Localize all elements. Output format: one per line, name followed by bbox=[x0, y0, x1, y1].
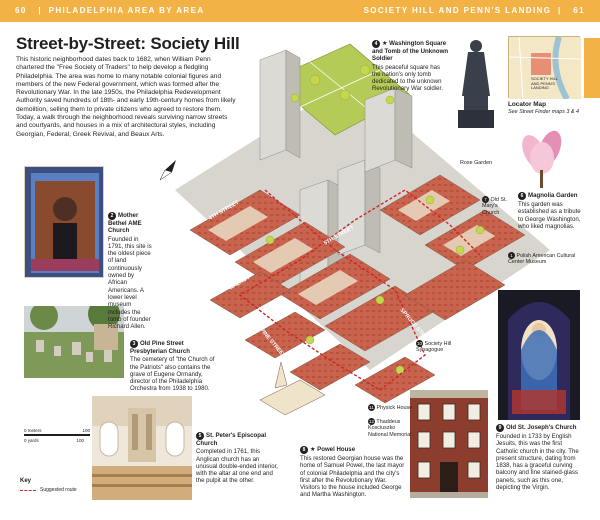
label-text: Physick House bbox=[376, 405, 413, 411]
key-title: Key bbox=[20, 478, 32, 484]
caption-title: St. Peter's Episcopal Church bbox=[196, 432, 267, 447]
caption-title: ★ Powel House bbox=[310, 446, 356, 453]
caption-text: This peaceful square has the nation's on… bbox=[372, 63, 443, 93]
left-page-number: 60 bbox=[15, 6, 27, 15]
scale-yards-value: 100 bbox=[76, 438, 84, 443]
header-right: SOCIETY HILL AND PENN'S LANDING | 61 bbox=[364, 6, 590, 15]
locator-map-label: SOCIETY HILL AND PENN'S LANDING bbox=[531, 76, 558, 91]
caption-title: Mother Bethel AME Church bbox=[108, 212, 142, 235]
intro-text: This historic neighborhood dates back to… bbox=[16, 56, 236, 138]
header-left: 60 | PHILADELPHIA AREA BY AREA bbox=[10, 6, 205, 15]
caption-number: 5 bbox=[196, 432, 204, 440]
caption-number: 2 bbox=[108, 212, 116, 220]
church-building bbox=[259, 361, 326, 416]
old-pine-cemetery-photo bbox=[24, 306, 124, 378]
label-polish-american: 1 Polish American Cultural Center Museum bbox=[508, 252, 584, 266]
trees bbox=[265, 64, 485, 375]
left-running-title: PHILADELPHIA AREA BY AREA bbox=[48, 6, 205, 15]
label-number: 11 bbox=[368, 404, 375, 411]
label-number: 7 bbox=[482, 196, 489, 203]
right-running-title: SOCIETY HILL AND PENN'S LANDING bbox=[363, 6, 552, 15]
label-physick-house: 11 Physick House bbox=[368, 404, 418, 411]
caption-text: The cemetery of "the Church of the Patri… bbox=[130, 356, 215, 393]
caption-text: This restored Georgian house was the hom… bbox=[300, 455, 405, 499]
old-st-josephs-stained-glass-photo bbox=[498, 290, 580, 420]
header-separator: | bbox=[38, 6, 42, 15]
magnolia-flower-photo bbox=[510, 128, 580, 190]
caption-number: 8 bbox=[300, 446, 308, 454]
chapter-color-tab bbox=[584, 38, 600, 98]
caption-text: Founded in 1733 by English Jesuits, this… bbox=[496, 433, 579, 492]
north-arrow-icon bbox=[159, 160, 176, 181]
caption-title: Old St. Joseph's Church bbox=[506, 424, 577, 431]
caption-number: 9 bbox=[496, 424, 504, 432]
caption-title: ★ Washington Square and Tomb of the Unkn… bbox=[372, 40, 449, 63]
right-page-number: 61 bbox=[573, 6, 585, 15]
caption-title: Magnolia Garden bbox=[528, 192, 578, 199]
label-text: Polish American Cultural Center Museum bbox=[508, 253, 576, 266]
label-text: Old St. Mary's Church bbox=[482, 197, 507, 216]
caption-number: 4 bbox=[372, 40, 380, 48]
label-kosciuszko: 12 Thaddeus Kosciuszko National Memorial bbox=[368, 418, 416, 438]
route-line-icon bbox=[20, 489, 36, 491]
scale-yards-label: 0 yards bbox=[24, 438, 39, 443]
caption-powel-house: 8★ Powel House This restored Georgian ho… bbox=[300, 446, 406, 499]
locator-map: SOCIETY HILL AND PENN'S LANDING bbox=[508, 36, 582, 101]
caption-title: Old Pine Street Presbyterian Church bbox=[130, 340, 190, 355]
street-map-illustration: 4TH STREET 5TH STREET WALNUT PINE STREET… bbox=[159, 43, 550, 416]
label-society-hill-synagogue: 10 Society Hill Synagogue bbox=[416, 340, 452, 354]
caption-number: 3 bbox=[130, 340, 138, 348]
caption-text: Completed in 1761, this Anglican church … bbox=[196, 448, 278, 485]
mother-bethel-stained-glass-photo bbox=[24, 166, 104, 278]
locator-map-title: Locator Map bbox=[508, 101, 546, 108]
st-peters-interior-photo bbox=[92, 396, 192, 500]
scale-bar: 0 meters 100 0 yards 100 bbox=[24, 428, 90, 444]
label-number: 10 bbox=[416, 340, 423, 347]
caption-washington-square: 4★ Washington Square and Tomb of the Unk… bbox=[372, 40, 450, 93]
label-old-st-marys: 7 Old St. Mary's Church bbox=[482, 196, 516, 216]
label-number: 12 bbox=[368, 418, 375, 425]
scale-meters-value: 100 bbox=[82, 428, 90, 433]
label-text: Thaddeus Kosciuszko National Memorial bbox=[368, 419, 412, 438]
header-bar: 60 | PHILADELPHIA AREA BY AREA SOCIETY H… bbox=[0, 0, 600, 22]
header-separator-right: | bbox=[558, 6, 562, 15]
powel-house-photo bbox=[410, 390, 488, 498]
locator-map-subtitle: See Street Finder maps 3 & 4 bbox=[508, 109, 580, 115]
high-rise-towers bbox=[259, 49, 413, 286]
page-title: Street-by-Street: Society Hill bbox=[16, 34, 240, 53]
caption-text: This garden was established as a tribute… bbox=[518, 201, 581, 230]
washington-statue-photo bbox=[452, 36, 500, 132]
label-number: 1 bbox=[508, 252, 515, 259]
suggested-route bbox=[238, 189, 481, 391]
label-rose-garden: Rose Garden bbox=[460, 160, 493, 166]
caption-number: 6 bbox=[518, 192, 526, 200]
scale-meters-label: 0 meters bbox=[24, 428, 42, 433]
park-paths bbox=[299, 61, 381, 116]
label-text: Society Hill Synagogue bbox=[416, 341, 452, 354]
key-route-label: Suggested route bbox=[40, 487, 77, 493]
scale-line bbox=[24, 434, 90, 436]
caption-text: Founded in 1791, this site is the oldest… bbox=[108, 235, 152, 331]
map-key: Key Suggested route bbox=[20, 478, 77, 493]
